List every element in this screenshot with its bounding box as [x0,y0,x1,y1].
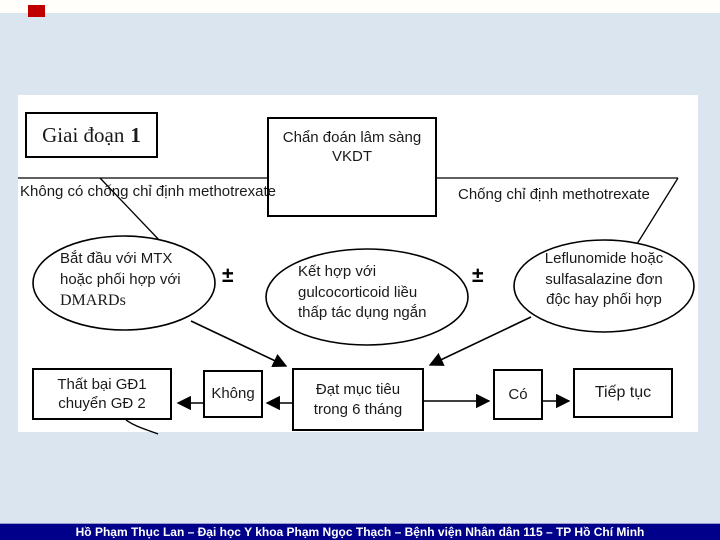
fail-line1: Thất bại GĐ1 [57,375,147,393]
yes-label: Có [508,385,528,403]
continue-box: Tiếp tục [573,368,673,418]
stage-box: Giai đoạn 1 [25,112,158,158]
stage-label: Giai đoạn [42,122,125,147]
top-strip [0,0,720,13]
continue-label: Tiếp tục [594,383,652,401]
goal-line2: trong 6 tháng [313,400,403,418]
left-branch-label: Không có chống chỉ định methotrexate [20,183,277,200]
left-ellipse-line2: hoặc phối hợp với [60,270,181,288]
right-ellipse-line1: Leflunomide hoặc [544,250,664,267]
diagnosis-line2: VKDT [331,148,372,166]
diagnosis-box: Chẩn đoán lâm sàng VKDT [267,117,437,217]
center-ellipse-text: Kết hợp với gulcocorticoid liều thấp tác… [298,262,426,324]
right-ellipse-line3: độc hay phối hợp [546,291,662,309]
center-ellipse-line2: gulcocorticoid liều [298,283,418,301]
center-ellipse-line1: Kết hợp với [298,263,377,280]
no-box: Không [203,370,263,418]
footer-credit-text: Hồ Phạm Thục Lan – Đại học Y khoa Phạm N… [75,525,645,539]
fail-line2: chuyển GĐ 2 [58,395,146,412]
left-ellipse-line3: DMARDs [60,292,126,310]
left-ellipse-line1: Bắt đầu với MTX [60,250,173,267]
plus-minus-left: ± [222,264,234,287]
goal-box: Đạt mục tiêu trong 6 tháng [292,368,424,431]
right-branch-label: Chống chỉ định methotrexate [458,186,650,203]
yes-box: Có [493,369,543,420]
footer-bar: Hồ Phạm Thục Lan – Đại học Y khoa Phạm N… [0,523,720,540]
right-ellipse-line2: sulfasalazine đơn [545,270,663,288]
stage-number: 1 [130,122,141,147]
fail-box: Thất bại GĐ1 chuyển GĐ 2 [32,368,172,420]
red-badge-icon [28,5,45,17]
left-ellipse-text: Bắt đầu với MTX hoặc phối hợp với DMARDs [60,249,181,312]
diagnosis-line1: Chẩn đoán lâm sàng [282,129,422,146]
goal-line1: Đạt mục tiêu [315,381,401,399]
no-label: Không [211,385,255,403]
plus-minus-right: ± [472,264,484,287]
center-ellipse-line3: thấp tác dụng ngắn [298,304,427,322]
right-ellipse-text: Leflunomide hoặc sulfasalazine đơn độc h… [514,249,694,311]
